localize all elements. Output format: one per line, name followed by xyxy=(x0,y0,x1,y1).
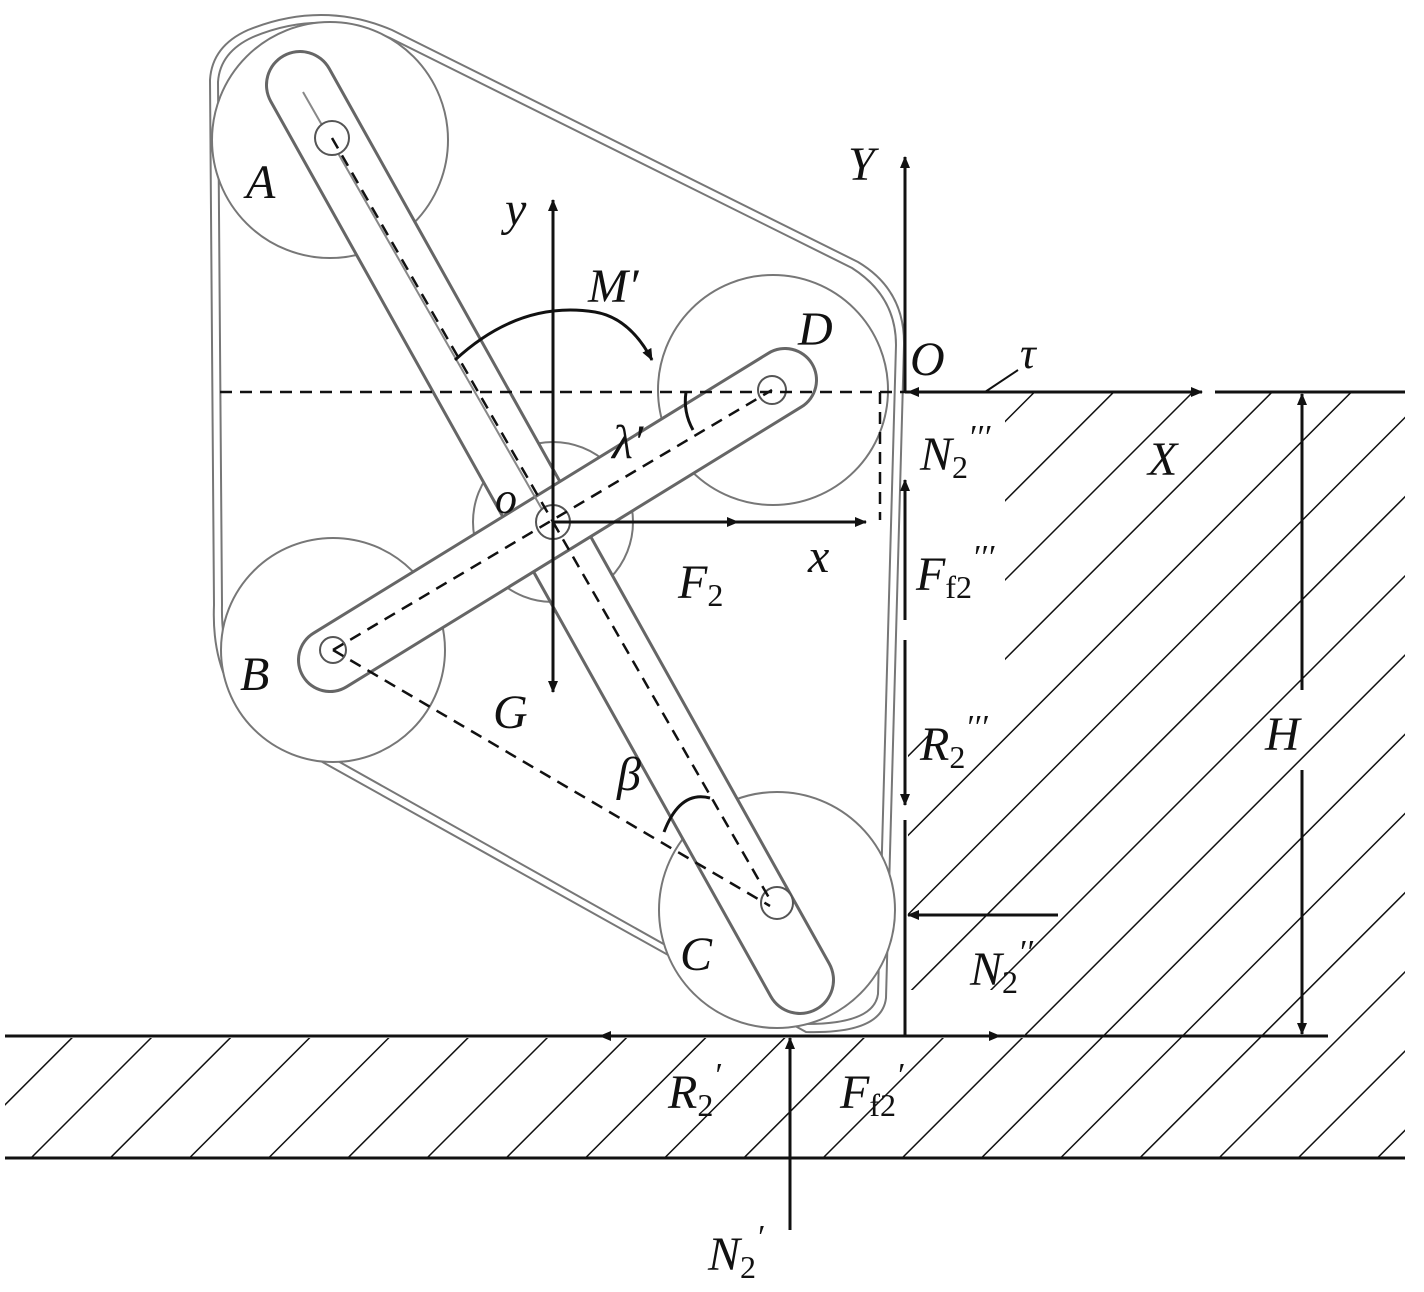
label-R2-single: R2′ xyxy=(667,1057,721,1123)
label-Ff2-single: Ff2′ xyxy=(839,1057,904,1123)
label-Ff2-triple: Ff2′′′ xyxy=(915,539,995,605)
label-H: H xyxy=(1264,708,1302,761)
pin-C xyxy=(760,886,794,920)
label-X: X xyxy=(1146,433,1179,486)
label-B: B xyxy=(240,648,269,701)
lambda-arc xyxy=(683,391,695,431)
label-N2-double: N2′′ xyxy=(969,934,1033,1000)
moment-arc xyxy=(453,308,654,362)
tau-leader xyxy=(984,369,1019,393)
label-A: A xyxy=(243,156,276,209)
label-R2-triple: R2′′′ xyxy=(919,709,988,775)
label-tau: τ xyxy=(1020,329,1038,378)
label-G: G xyxy=(493,686,528,739)
label-o: o xyxy=(495,474,517,523)
label-O: O xyxy=(910,333,945,386)
label-lambda: λ′ xyxy=(610,416,645,469)
label-C: C xyxy=(680,928,713,981)
ground-hatching xyxy=(5,392,1405,1158)
label-x: x xyxy=(807,530,829,583)
label-D: D xyxy=(797,303,833,356)
beta-arc xyxy=(662,795,711,833)
label-M: M′ xyxy=(587,260,640,313)
label-beta: β xyxy=(616,748,641,801)
labels: A B C D o O y x Y X M′ λ′ β τ G H F2 N2′… xyxy=(240,138,1302,1285)
arcs xyxy=(453,308,711,833)
label-N2-single: N2′ xyxy=(707,1219,764,1285)
label-N2-triple: N2′′′ xyxy=(919,419,991,485)
label-y: y xyxy=(500,183,527,236)
force-arrows xyxy=(548,369,1307,1230)
label-F2: F2 xyxy=(677,556,723,613)
pins xyxy=(314,120,794,920)
label-Y: Y xyxy=(848,138,879,191)
